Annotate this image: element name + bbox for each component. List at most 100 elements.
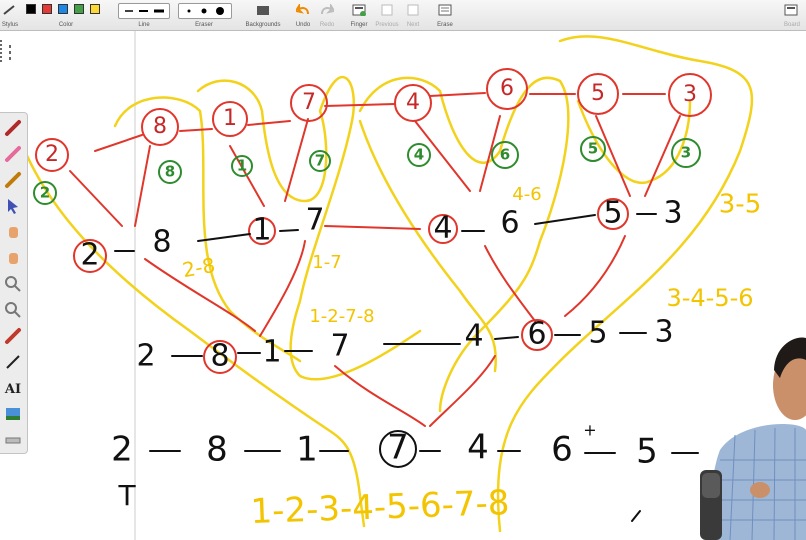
- erase-icon: [438, 3, 452, 16]
- line-style-button[interactable]: [118, 3, 170, 19]
- top-node-5: 6: [500, 76, 514, 101]
- note-3-5: 3-5: [719, 190, 761, 220]
- finger-button[interactable]: Finger: [346, 0, 372, 30]
- top-node-7: 3: [683, 82, 697, 107]
- board-button[interactable]: Board: [778, 0, 806, 30]
- merge-arrow-3: [484, 245, 536, 322]
- next-button[interactable]: Next: [402, 0, 424, 30]
- brush-icon[interactable]: [4, 119, 22, 137]
- color-swatch-1[interactable]: [42, 4, 52, 14]
- size-badge-text-3: 7: [315, 152, 325, 170]
- outline-right-outer: [496, 35, 754, 533]
- erase-label: Erase: [437, 22, 453, 28]
- level3-node-1: 8: [210, 339, 229, 374]
- eraser-size-button[interactable]: [178, 3, 232, 19]
- eraser-group: Eraser: [178, 0, 232, 30]
- presenter-hand: [750, 482, 770, 498]
- note-2-8: 2-8: [181, 253, 217, 282]
- top-node-6: 5: [591, 81, 605, 106]
- ring-6-l3: [521, 319, 553, 351]
- ring-7-l4: [379, 430, 417, 468]
- undo-button[interactable]: Undo: [292, 0, 314, 30]
- level2-node-3: 7: [305, 203, 324, 238]
- black-arrows: [114, 213, 699, 522]
- outline-left-outer: [12, 119, 366, 528]
- pen-tick: [631, 510, 641, 522]
- eraser-icon[interactable]: [4, 145, 22, 163]
- badge-2: [33, 181, 57, 205]
- hand-icon[interactable]: [4, 249, 22, 267]
- yellow-merge-outlines: [12, 35, 754, 533]
- pointer-icon[interactable]: [4, 197, 22, 215]
- merge-arrow-1: [144, 258, 256, 332]
- arrow-1-7-top: [247, 120, 291, 126]
- ruler-icon[interactable]: [4, 431, 22, 449]
- erase-button[interactable]: Erase: [430, 0, 460, 30]
- redo-label: Redo: [319, 22, 335, 28]
- level3-node-3: 7: [330, 329, 349, 364]
- level3-node-2: 1: [262, 335, 281, 370]
- badge-5: [580, 136, 606, 162]
- line-group: Line: [118, 0, 170, 30]
- image-icon[interactable]: [4, 405, 22, 423]
- color-swatch-2[interactable]: [58, 4, 68, 14]
- handle-icon[interactable]: [0, 40, 8, 62]
- stylus-group[interactable]: Stylus: [0, 0, 22, 30]
- level2-node-2: 1: [252, 213, 271, 248]
- drop-4: [414, 120, 471, 192]
- drop-1: [229, 145, 265, 207]
- size-badge-text-1: 8: [165, 163, 175, 181]
- previous-button[interactable]: Previous: [374, 0, 400, 30]
- top-row-circles: [35, 68, 712, 172]
- note-3-4-5-6: 3-4-5-6: [666, 284, 753, 312]
- hand-icon[interactable]: [4, 223, 22, 241]
- outline-left-v: [196, 75, 422, 381]
- eyedropper-icon[interactable]: [4, 327, 22, 345]
- note-4-6: 4-6: [512, 184, 541, 205]
- level4-node-2: 1: [296, 430, 318, 470]
- drop-6: [479, 115, 501, 192]
- zoom-in-icon[interactable]: [4, 275, 22, 293]
- finger-label: Finger: [350, 22, 368, 28]
- merge-arrow-2: [259, 240, 306, 337]
- badge-8: [158, 160, 182, 184]
- backgrounds-icon: [256, 3, 270, 15]
- color-label: Color: [58, 22, 74, 28]
- top-circle-3: [668, 73, 712, 117]
- top-circle-7: [290, 84, 328, 122]
- color-swatch-0[interactable]: [26, 4, 36, 14]
- backgrounds-group[interactable]: Backgrounds: [242, 0, 284, 30]
- level4-node-3: 7: [387, 428, 409, 468]
- note-1-2-7-8: 1-2-7-8: [309, 306, 374, 327]
- badge-7: [309, 150, 331, 172]
- size-badge-text-6: 5: [588, 140, 598, 158]
- redo-button[interactable]: Redo: [316, 0, 338, 30]
- presenter-overlay: [700, 337, 806, 540]
- zoom-out-icon[interactable]: [4, 301, 22, 319]
- previous-icon: [380, 3, 394, 16]
- arrow-l2-6-5: [534, 214, 596, 225]
- level2-node-6: 5: [603, 196, 622, 231]
- color-swatch-4[interactable]: [90, 4, 100, 14]
- level4-node-1: 8: [206, 430, 228, 470]
- text-icon[interactable]: AI: [4, 379, 22, 397]
- arrow-7-4-mid: [324, 225, 421, 230]
- line-icon[interactable]: [4, 353, 22, 371]
- arrow-l2-8-1: [197, 233, 251, 242]
- top-circle-8: [141, 108, 179, 146]
- next-icon: [406, 3, 420, 16]
- arrow-7-4-top: [324, 103, 396, 107]
- undo-label: Undo: [295, 22, 311, 28]
- outline-inner-right: [576, 99, 692, 184]
- arrow-4-6-top: [429, 92, 486, 97]
- marker-icon[interactable]: [4, 171, 22, 189]
- redo-icon: [320, 2, 336, 15]
- color-swatch-3[interactable]: [74, 4, 84, 14]
- line-label: Line: [138, 22, 150, 28]
